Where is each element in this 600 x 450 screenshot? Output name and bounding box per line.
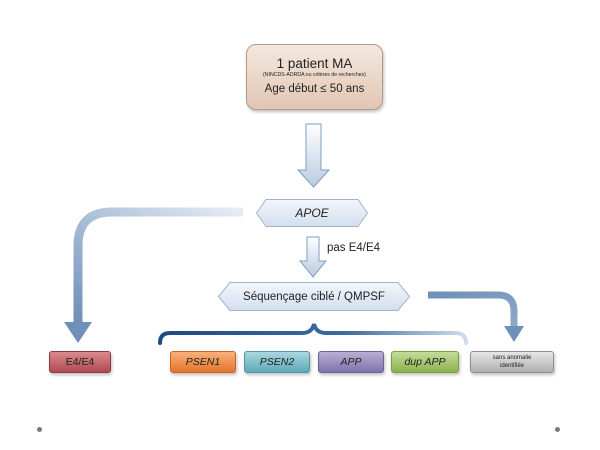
arrow-to-e4e4-head <box>64 322 92 343</box>
no-anomaly-line1: sans anomalie <box>492 355 532 361</box>
sequencing-label: Séquençage ciblé / QMPSF <box>243 290 385 303</box>
patient-label: 1 patient MA <box>276 56 353 71</box>
result-psen1: PSEN1 <box>170 351 236 373</box>
arrow-down-1 <box>296 123 331 188</box>
no-e4e4-label: pas E4/E4 <box>327 242 381 254</box>
corner-dot-right <box>555 427 560 432</box>
apoe-label: APOE <box>295 206 329 220</box>
patient-criteria-box: 1 patient MA (NINCDS-ADRDA ou critères d… <box>246 44 383 110</box>
result-e4e4: E4/E4 <box>49 351 111 373</box>
no-anomaly-line2: identifiée <box>499 363 525 369</box>
criteria-label: (NINCDS-ADRDA ou critères de recherches) <box>263 72 366 78</box>
dup-app-label: dup APP <box>404 356 446 368</box>
sequencing-hexagon <box>218 282 410 311</box>
result-app: APP <box>318 351 384 373</box>
arrow-to-e4e4 <box>73 207 243 322</box>
arrow-to-none <box>428 291 518 326</box>
result-psen2: PSEN2 <box>244 351 310 373</box>
sequencing-node: Séquençage ciblé / QMPSF <box>218 282 410 311</box>
e4e4-label: E4/E4 <box>65 356 95 368</box>
app-label: APP <box>340 356 362 368</box>
corner-dot-left <box>37 427 42 432</box>
apoe-node: APOE <box>256 199 368 227</box>
psen1-label: PSEN1 <box>185 356 221 368</box>
apoe-hexagon <box>256 199 368 227</box>
result-dup-app: dup APP <box>391 351 459 373</box>
brace <box>158 323 468 345</box>
arrow-to-none-head <box>504 326 524 342</box>
result-no-anomaly: sans anomalie identifiée <box>470 351 554 373</box>
age-onset-label: Age début ≤ 50 ans <box>264 83 365 95</box>
psen2-label: PSEN2 <box>259 356 295 368</box>
arrow-down-2 <box>298 236 328 278</box>
